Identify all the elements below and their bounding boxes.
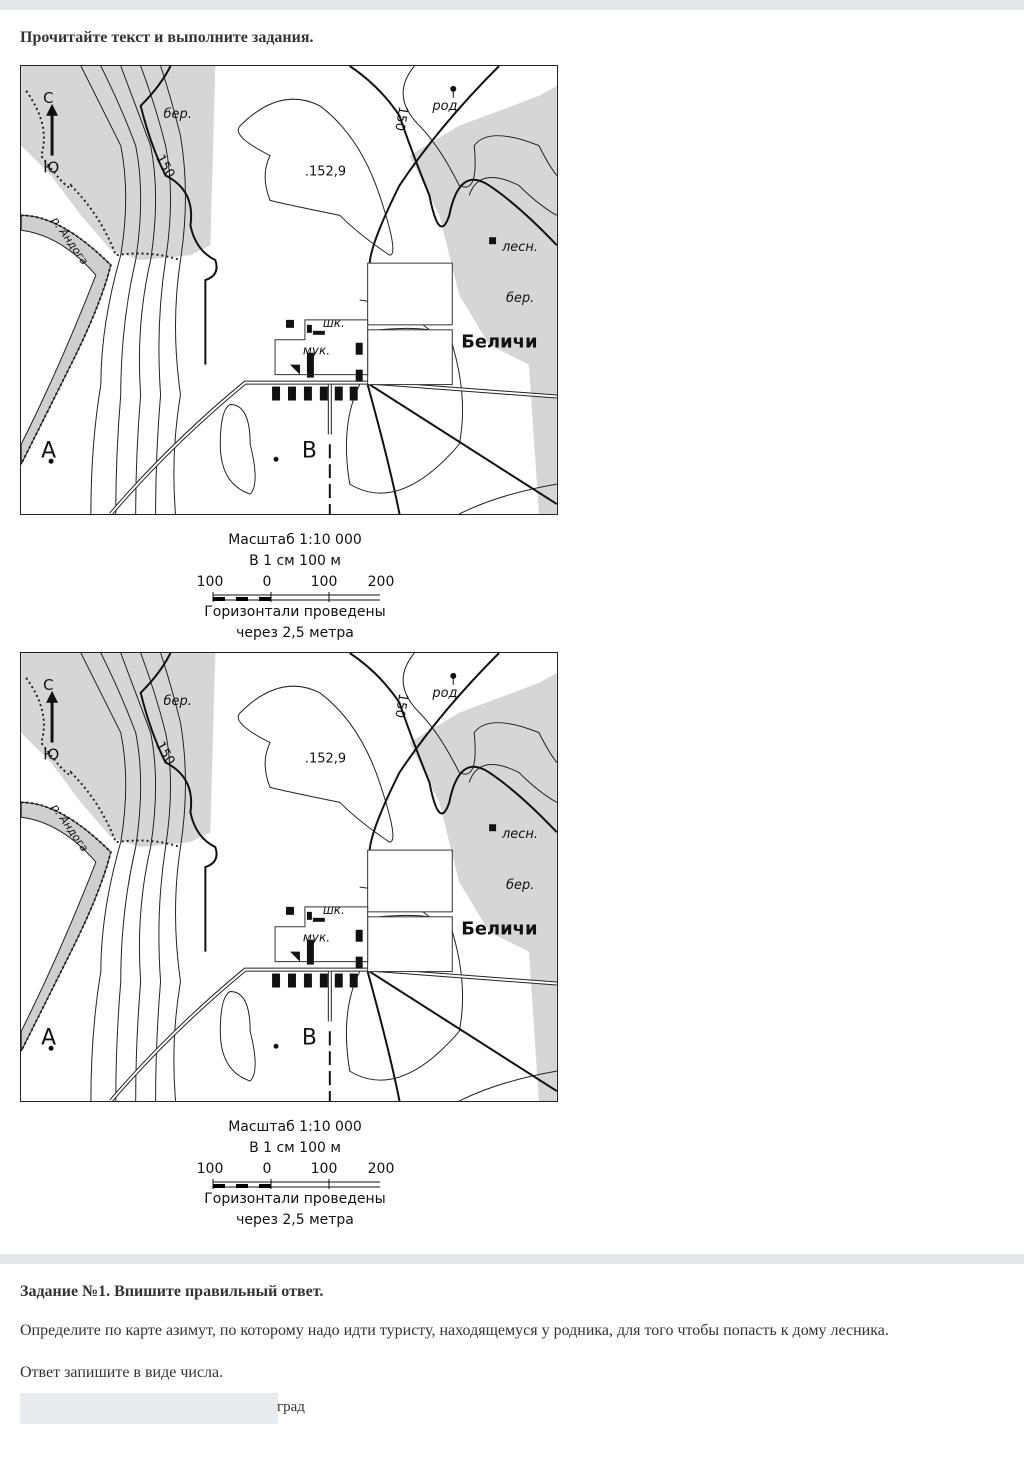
scale-tick: 200 [367, 1161, 395, 1177]
topographic-map-copy: С Ю B A .152,9 Беличи бер. бер. род. лес… [20, 652, 558, 1102]
scale-title: Масштаб 1:10 000 [228, 1119, 362, 1135]
map-legend-copy: Масштаб 1:10 000 В 1 см 100 м 100 0 100 … [180, 1117, 410, 1231]
height-mark: .152,9 [305, 752, 346, 767]
scale-tick: 100 [196, 574, 224, 590]
height-mark: .152,9 [305, 165, 346, 180]
village-label: Беличи [461, 332, 537, 353]
birch-label: бер. [164, 107, 192, 122]
south-label: Ю [43, 159, 59, 177]
top-bar [0, 0, 1024, 10]
scale-tick: 100 [196, 1161, 224, 1177]
page-title: Прочитайте текст и выполните задания. [20, 29, 314, 46]
forest-area-left [21, 653, 216, 848]
forest-area-right [409, 85, 557, 514]
contour-150-left [139, 66, 218, 365]
river [21, 801, 112, 1052]
forest-area-right [409, 672, 557, 1101]
contour-note: Горизонтали проведены [204, 604, 386, 620]
point-a-label: A [41, 1025, 56, 1050]
section-divider [0, 1254, 1024, 1264]
birch-label: бер. [164, 694, 192, 709]
contour-note-2: через 2,5 метра [236, 625, 354, 641]
mill-label: мук. [303, 931, 330, 945]
contour-150-right [349, 653, 557, 833]
map-legend: Масштаб 1:10 000 В 1 см 100 м 100 0 100 … [180, 530, 410, 644]
forest-area-left [21, 66, 216, 261]
forester-label: лесн. [501, 240, 538, 255]
forester-label: лесн. [501, 827, 538, 842]
contour-150-label-2: 150 [391, 692, 410, 719]
scale-tick: 200 [367, 574, 395, 590]
contour-150-right [349, 66, 557, 246]
north-label: С [43, 89, 53, 107]
scale-bar [212, 592, 380, 602]
task-instruction: Ответ запишите в виде числа. [20, 1364, 224, 1381]
south-label: Ю [43, 746, 59, 764]
scale-bar [212, 1179, 380, 1189]
task-title: Задание №1. Впишите правильный ответ. [20, 1283, 324, 1300]
school-label: шк. [323, 903, 345, 917]
school-label: шк. [323, 316, 345, 330]
scale-title: Масштаб 1:10 000 [228, 532, 362, 548]
river [21, 214, 112, 465]
scale-tick: 0 [262, 574, 272, 590]
village-label: Беличи [461, 919, 537, 940]
north-label: С [43, 676, 53, 694]
scale-per-cm: В 1 см 100 м [249, 553, 341, 569]
answer-unit: град [277, 1399, 305, 1415]
contour-note: Горизонтали проведены [204, 1191, 386, 1207]
task-question: Определите по карте азимут, по которому … [20, 1322, 889, 1339]
contour-150-left [139, 653, 218, 952]
spring-label: род. [431, 99, 461, 114]
scale-per-cm: В 1 см 100 м [249, 1140, 341, 1156]
contour-note-2: через 2,5 метра [236, 1212, 354, 1228]
answer-input[interactable] [20, 1393, 278, 1424]
road-west [109, 967, 557, 1101]
contour-150-label-2: 150 [391, 105, 410, 132]
point-b-label: B [302, 438, 317, 463]
road-main [368, 653, 500, 853]
mill-label: мук. [303, 344, 330, 358]
scale-tick: 100 [310, 1161, 338, 1177]
point-a-label: A [41, 438, 56, 463]
road-main [368, 66, 500, 266]
scale-tick: 0 [262, 1161, 272, 1177]
birch-label-2: бер. [506, 291, 534, 306]
point-b-label: B [302, 1025, 317, 1050]
birch-label-2: бер. [506, 878, 534, 893]
road-west [109, 380, 557, 514]
topographic-map: С Ю B A .152,9 Беличи бер. бер. род. лес… [20, 65, 558, 515]
spring-label: род. [431, 686, 461, 701]
scale-tick: 100 [310, 574, 338, 590]
